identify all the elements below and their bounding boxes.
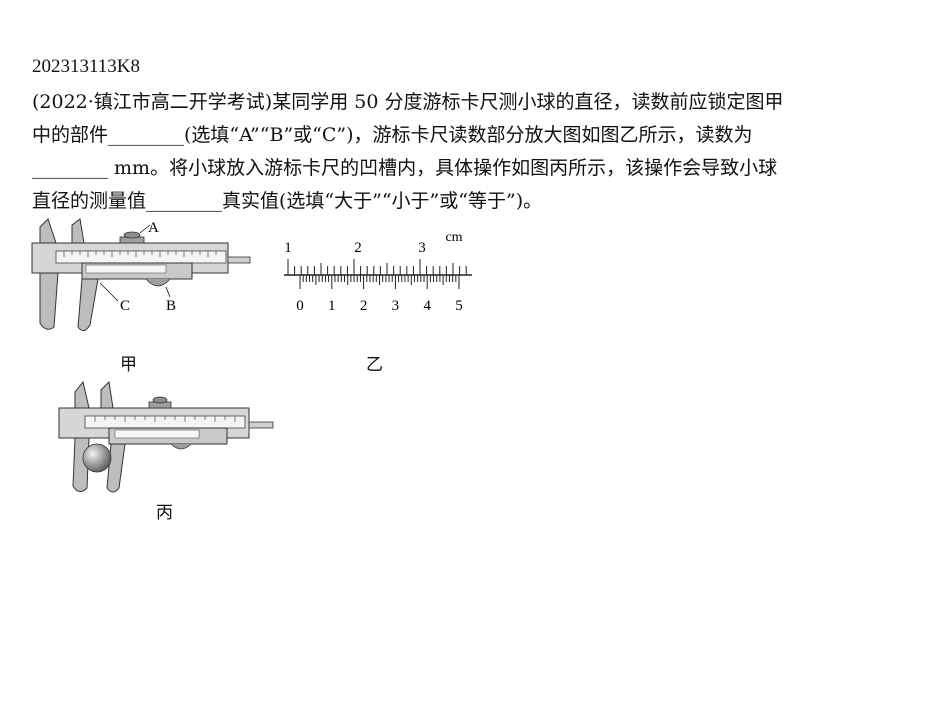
caption-jia: 甲 (120, 355, 137, 375)
label-c: C (120, 298, 130, 314)
question-line-3: ________ mm。将小球放入游标卡尺的凹槽内，具体操作如图丙所示，该操作会… (32, 157, 778, 179)
vernier-label-1: 1 (328, 298, 336, 314)
vernier-scale-figure-yi: 1 2 3 cm 0 1 2 3 4 5 (284, 230, 472, 314)
document-id: 202313113K8 (32, 56, 141, 77)
question-line-1: (2022·镇江市高二开学考试)某同学用 50 分度游标卡尺测小球的直径，读数前… (32, 91, 784, 113)
ball-graphic (82, 443, 112, 473)
question-line-2: 中的部件________(选填“A”“B”或“C”)，游标卡尺读数部分放大图如图… (32, 124, 753, 146)
label-a: A (148, 220, 159, 236)
label-b: B (166, 298, 176, 314)
caliper-figure-bing (58, 380, 274, 493)
vernier-label-3: 3 (392, 298, 400, 314)
main-label-1: 1 (284, 240, 292, 256)
main-label-2: 2 (354, 240, 362, 256)
main-label-3: 3 (418, 240, 426, 256)
vernier-label-5: 5 (455, 298, 463, 314)
caliper-figure-jia: A B C (31, 218, 251, 331)
unit-label-cm: cm (445, 230, 462, 245)
question-line-4: 直径的测量值________真实值(选填“大于”“小于”或“等于”)。 (32, 190, 543, 212)
caption-yi: 乙 (366, 355, 383, 375)
vernier-label-0: 0 (296, 298, 304, 314)
caption-bing: 丙 (156, 503, 173, 523)
vernier-label-2: 2 (360, 298, 368, 314)
vernier-label-4: 4 (423, 298, 431, 314)
